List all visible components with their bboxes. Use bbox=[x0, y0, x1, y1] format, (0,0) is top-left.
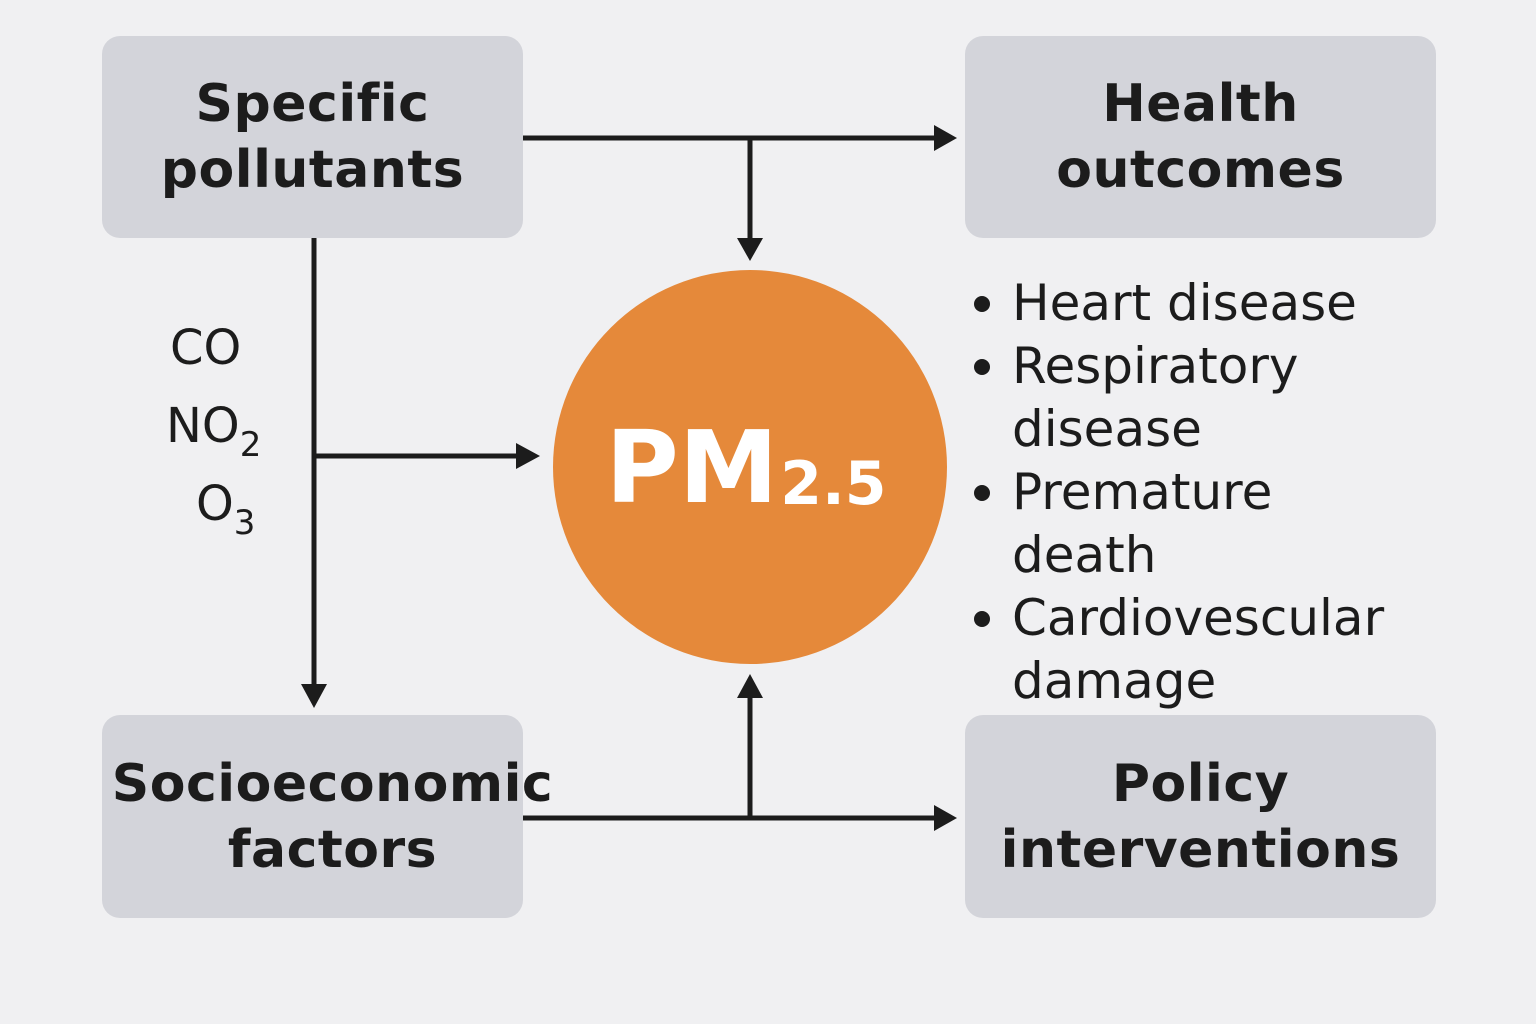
list-item: Premature death bbox=[968, 461, 1432, 587]
node-title: Socioeconomic factors bbox=[111, 753, 554, 880]
node-title: Policy interventions bbox=[1000, 753, 1401, 880]
node-socioeconomic-factors: Socioeconomic factors bbox=[102, 715, 553, 918]
arrowhead-center-top bbox=[737, 238, 763, 261]
pm25-label: PM2.5 bbox=[605, 408, 887, 526]
list-item: Cardiovescular damage bbox=[968, 587, 1432, 713]
node-policy-interventions: Policy interventions bbox=[965, 715, 1436, 918]
node-title: Specific pollutants bbox=[160, 74, 465, 200]
node-title: Health outcomes bbox=[1056, 74, 1345, 200]
pollutant-o3: O3 bbox=[196, 476, 256, 543]
pm25-center-node: PM2.5 bbox=[553, 270, 947, 664]
pollutant-no2: NO2 bbox=[166, 398, 262, 465]
list-item: Heart disease bbox=[968, 272, 1432, 335]
arrowhead-center-left bbox=[516, 443, 540, 469]
node-health-outcomes: Health outcomes bbox=[965, 36, 1436, 238]
arrowhead-center-bottom bbox=[737, 674, 763, 698]
node-specific-pollutants: Specific pollutants bbox=[102, 36, 523, 238]
pollutant-co: CO bbox=[170, 320, 242, 376]
arrowhead-policy bbox=[934, 805, 957, 831]
list-item: Respiratory disease bbox=[968, 335, 1432, 461]
arrowhead-socio bbox=[301, 684, 327, 708]
arrowhead-health bbox=[934, 125, 957, 151]
health-outcomes-list: Heart disease Respiratory disease Premat… bbox=[968, 272, 1432, 713]
